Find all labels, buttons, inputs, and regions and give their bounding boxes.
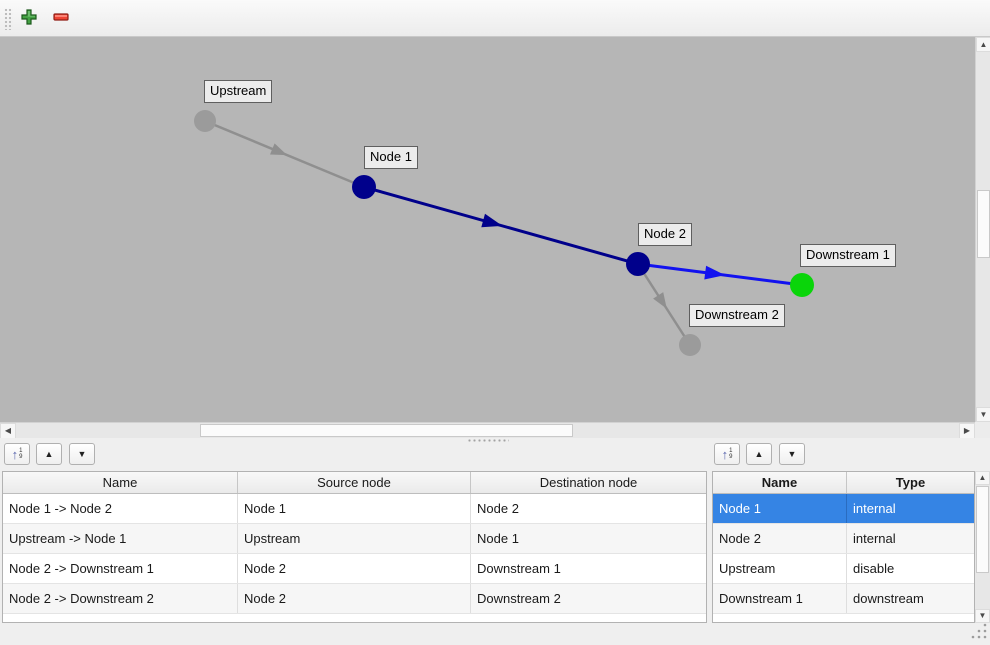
- node-node-1[interactable]: [352, 175, 376, 199]
- table-row[interactable]: Downstream 1 downstream: [713, 584, 974, 614]
- node-label-downstream-2[interactable]: Downstream 2: [689, 304, 785, 327]
- minus-icon: [52, 8, 70, 29]
- vertical-scroll-thumb[interactable]: [977, 190, 990, 258]
- edge-table-header: Name Source node Destination node: [3, 472, 706, 494]
- node-downstream-1[interactable]: [790, 273, 814, 297]
- scroll-down-button[interactable]: ▼: [975, 609, 990, 623]
- edge-arrow-icon: [653, 292, 667, 309]
- table-cell[interactable]: Upstream: [713, 554, 847, 583]
- table-cell[interactable]: Downstream 1: [713, 584, 847, 613]
- scroll-right-button[interactable]: ▶: [959, 423, 975, 439]
- node-node-2[interactable]: [626, 252, 650, 276]
- node-upstream[interactable]: [194, 110, 216, 132]
- node-label-node-2[interactable]: Node 2: [638, 223, 692, 246]
- edge-move-down-button[interactable]: ▼: [69, 443, 95, 465]
- node-table-scrollbar[interactable]: ▲ ▼: [975, 471, 990, 623]
- node-move-up-button[interactable]: ▲: [746, 443, 772, 465]
- chevron-down-icon: ▼: [978, 611, 987, 620]
- table-cell[interactable]: Node 2: [238, 554, 471, 583]
- vertical-scroll-thumb[interactable]: [976, 486, 989, 573]
- chevron-up-icon: ▲: [979, 39, 988, 49]
- node-downstream-2[interactable]: [679, 334, 701, 356]
- pane-splitter[interactable]: [0, 438, 990, 443]
- scrollbar-corner: [975, 422, 990, 438]
- resize-grip-icon[interactable]: [970, 622, 988, 643]
- node-label-upstream[interactable]: Upstream: [204, 80, 273, 103]
- edge-arrow-icon: [270, 143, 288, 156]
- triangle-up-icon: ▲: [754, 449, 764, 459]
- triangle-down-icon: ▼: [787, 449, 797, 459]
- chevron-left-icon: ◀: [4, 426, 12, 435]
- canvas-vertical-scrollbar[interactable]: ▲ ▼: [975, 37, 990, 422]
- triangle-down-icon: ▼: [77, 449, 87, 459]
- chevron-down-icon: ▼: [979, 409, 988, 419]
- table-cell[interactable]: internal: [853, 501, 896, 516]
- horizontal-scroll-thumb[interactable]: [200, 424, 573, 437]
- triangle-up-icon: ▲: [44, 449, 54, 459]
- table-cell[interactable]: Node 2: [238, 584, 471, 613]
- remove-button[interactable]: [49, 6, 73, 30]
- node-table-header: Name Type: [713, 472, 974, 494]
- table-row[interactable]: Upstream disable: [713, 554, 974, 584]
- node-label-node-1[interactable]: Node 1: [364, 146, 418, 169]
- column-header-destination-node[interactable]: Destination node: [539, 475, 638, 490]
- node-move-down-button[interactable]: ▼: [779, 443, 805, 465]
- table-cell[interactable]: Node 1: [238, 494, 471, 523]
- main-toolbar: [0, 0, 990, 37]
- splitter-handle[interactable]: [467, 439, 509, 442]
- scroll-up-button[interactable]: ▲: [976, 37, 990, 52]
- edge-arrow-icon: [481, 213, 503, 228]
- add-button[interactable]: [17, 6, 41, 30]
- empty-row: [713, 614, 974, 622]
- table-cell[interactable]: Node 2 -> Downstream 2: [3, 584, 238, 613]
- table-cell[interactable]: Node 2: [713, 524, 847, 553]
- scroll-left-button[interactable]: ◀: [0, 423, 16, 439]
- status-bar: [0, 623, 990, 645]
- edge-move-up-button[interactable]: ▲: [36, 443, 62, 465]
- table-cell[interactable]: Node 2: [477, 501, 519, 516]
- chevron-right-icon: ▶: [963, 426, 971, 435]
- scroll-down-button[interactable]: ▼: [976, 407, 990, 422]
- plus-icon: [20, 8, 38, 29]
- table-cell[interactable]: Node 1: [713, 494, 847, 523]
- canvas-horizontal-scrollbar[interactable]: ◀ ▶: [0, 422, 975, 439]
- table-cell[interactable]: Node 1 -> Node 2: [3, 494, 238, 523]
- table-row[interactable]: Node 2 internal: [713, 524, 974, 554]
- table-cell[interactable]: Node 2 -> Downstream 1: [3, 554, 238, 583]
- toolbar-drag-handle[interactable]: [4, 8, 13, 30]
- table-cell[interactable]: internal: [853, 531, 896, 546]
- table-cell[interactable]: Downstream 2: [477, 591, 561, 606]
- chevron-up-icon: ▲: [978, 473, 987, 482]
- table-cell[interactable]: Upstream: [238, 524, 471, 553]
- table-cell[interactable]: Node 1: [477, 531, 519, 546]
- table-cell[interactable]: disable: [853, 561, 895, 576]
- table-row[interactable]: Node 1 internal: [713, 494, 974, 524]
- node-label-downstream-1[interactable]: Downstream 1: [800, 244, 896, 267]
- scroll-up-button[interactable]: ▲: [975, 471, 990, 485]
- column-header-name[interactable]: Name: [3, 472, 238, 493]
- edge-arrow-icon: [704, 265, 725, 280]
- table-cell[interactable]: Downstream 1: [477, 561, 561, 576]
- table-cell[interactable]: downstream: [853, 591, 924, 606]
- graph-svg: [194, 110, 814, 356]
- column-header-type[interactable]: Type: [895, 475, 926, 490]
- column-header-source-node[interactable]: Source node: [238, 472, 471, 493]
- table-cell[interactable]: Upstream -> Node 1: [3, 524, 238, 553]
- column-header-name[interactable]: Name: [713, 472, 847, 493]
- empty-row: [3, 614, 706, 622]
- edge-table: Name Source node Destination node Node 1…: [2, 471, 707, 623]
